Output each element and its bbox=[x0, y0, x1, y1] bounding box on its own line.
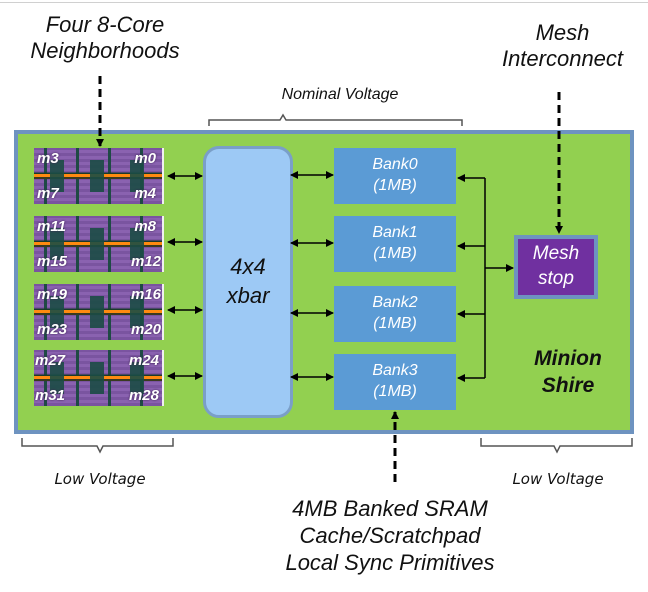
core-label: m4 bbox=[134, 185, 156, 202]
neighborhoods-annotation-line1: Four 8-Core bbox=[45, 12, 165, 37]
bank-name: Bank0 bbox=[372, 156, 418, 174]
xbar-label-line2: xbar bbox=[226, 282, 270, 308]
bank-name: Bank2 bbox=[372, 294, 418, 312]
mesh-stop-block: Mesh stop bbox=[514, 235, 598, 299]
core-label: m11 bbox=[37, 218, 66, 235]
core-label: m24 bbox=[128, 352, 159, 369]
core-label: m27 bbox=[35, 352, 66, 369]
bank-name: Bank1 bbox=[372, 224, 418, 242]
nbhd-xbar-links bbox=[167, 172, 203, 380]
low-voltage-right-brace bbox=[480, 438, 633, 454]
sram-annotation: 4MB Banked SRAM Cache/Scratchpad Local S… bbox=[240, 496, 540, 576]
neighborhoods-annotation: Four 8-Core Neighborhoods bbox=[10, 12, 200, 65]
low-voltage-left-label: Low Voltage bbox=[54, 470, 146, 488]
mesh-interconnect-annotation: Mesh Interconnect bbox=[480, 20, 645, 73]
sram-annotation-line1: 4MB Banked SRAM bbox=[292, 496, 488, 521]
mesh-interconnect-line1: Mesh bbox=[535, 20, 590, 45]
bank-name: Bank3 bbox=[372, 362, 418, 380]
crossbar-block: 4x4 xbar bbox=[203, 146, 293, 418]
neighborhood-1: m11 m8 m15 m12 bbox=[34, 216, 164, 272]
minion-shire-label: Minion Shire bbox=[518, 345, 618, 400]
top-divider bbox=[0, 2, 648, 3]
neighborhood-3: m27 m24 m31 m28 bbox=[34, 350, 164, 406]
core-label: m0 bbox=[134, 150, 156, 167]
sram-bank-2: Bank2 (1MB) bbox=[334, 286, 456, 342]
nominal-voltage-brace bbox=[208, 113, 463, 126]
core-label: m31 bbox=[35, 387, 66, 404]
shire-label-line1: Minion bbox=[534, 347, 602, 370]
neighborhoods-annotation-line2: Neighborhoods bbox=[30, 38, 180, 64]
bank-size: (1MB) bbox=[373, 245, 417, 262]
bank-size: (1MB) bbox=[373, 315, 417, 332]
neighborhood-2: m19 m16 m23 m20 bbox=[34, 284, 164, 340]
core-label: m20 bbox=[130, 321, 161, 338]
nominal-voltage-label: Nominal Voltage bbox=[281, 86, 399, 103]
mesh-stop-line2: stop bbox=[538, 268, 574, 289]
core-label: m8 bbox=[134, 218, 156, 235]
core-label: m15 bbox=[37, 253, 68, 270]
shire-label-line2: Shire bbox=[541, 374, 595, 398]
core-label: m16 bbox=[130, 286, 161, 303]
xbar-label-line1: 4x4 bbox=[230, 254, 266, 279]
xbar-bank-links bbox=[290, 171, 334, 381]
bank-size: (1MB) bbox=[373, 383, 417, 400]
core-label: m28 bbox=[128, 387, 159, 404]
core-label: m3 bbox=[37, 150, 59, 167]
core-label: m7 bbox=[37, 185, 59, 202]
sram-annotation-line3: Local Sync Primitives bbox=[285, 549, 495, 575]
bank-meshstop-bus bbox=[457, 174, 514, 382]
core-label: m12 bbox=[130, 253, 161, 270]
low-voltage-right-label: Low Voltage bbox=[512, 470, 604, 488]
sram-annotation-line2: Cache/Scratchpad bbox=[299, 522, 481, 548]
mesh-stop-line1: Mesh bbox=[532, 243, 580, 265]
core-label: m23 bbox=[37, 321, 68, 338]
neighborhood-0: m3 m0 m7 m4 bbox=[34, 148, 164, 204]
sram-bank-0: Bank0 (1MB) bbox=[334, 148, 456, 204]
sram-bank-1: Bank1 (1MB) bbox=[334, 216, 456, 272]
low-voltage-left-brace bbox=[21, 438, 174, 454]
core-label: m19 bbox=[37, 286, 68, 303]
mesh-interconnect-line2: Interconnect bbox=[501, 46, 624, 72]
sram-bank-3: Bank3 (1MB) bbox=[334, 354, 456, 410]
bank-size: (1MB) bbox=[373, 177, 417, 194]
